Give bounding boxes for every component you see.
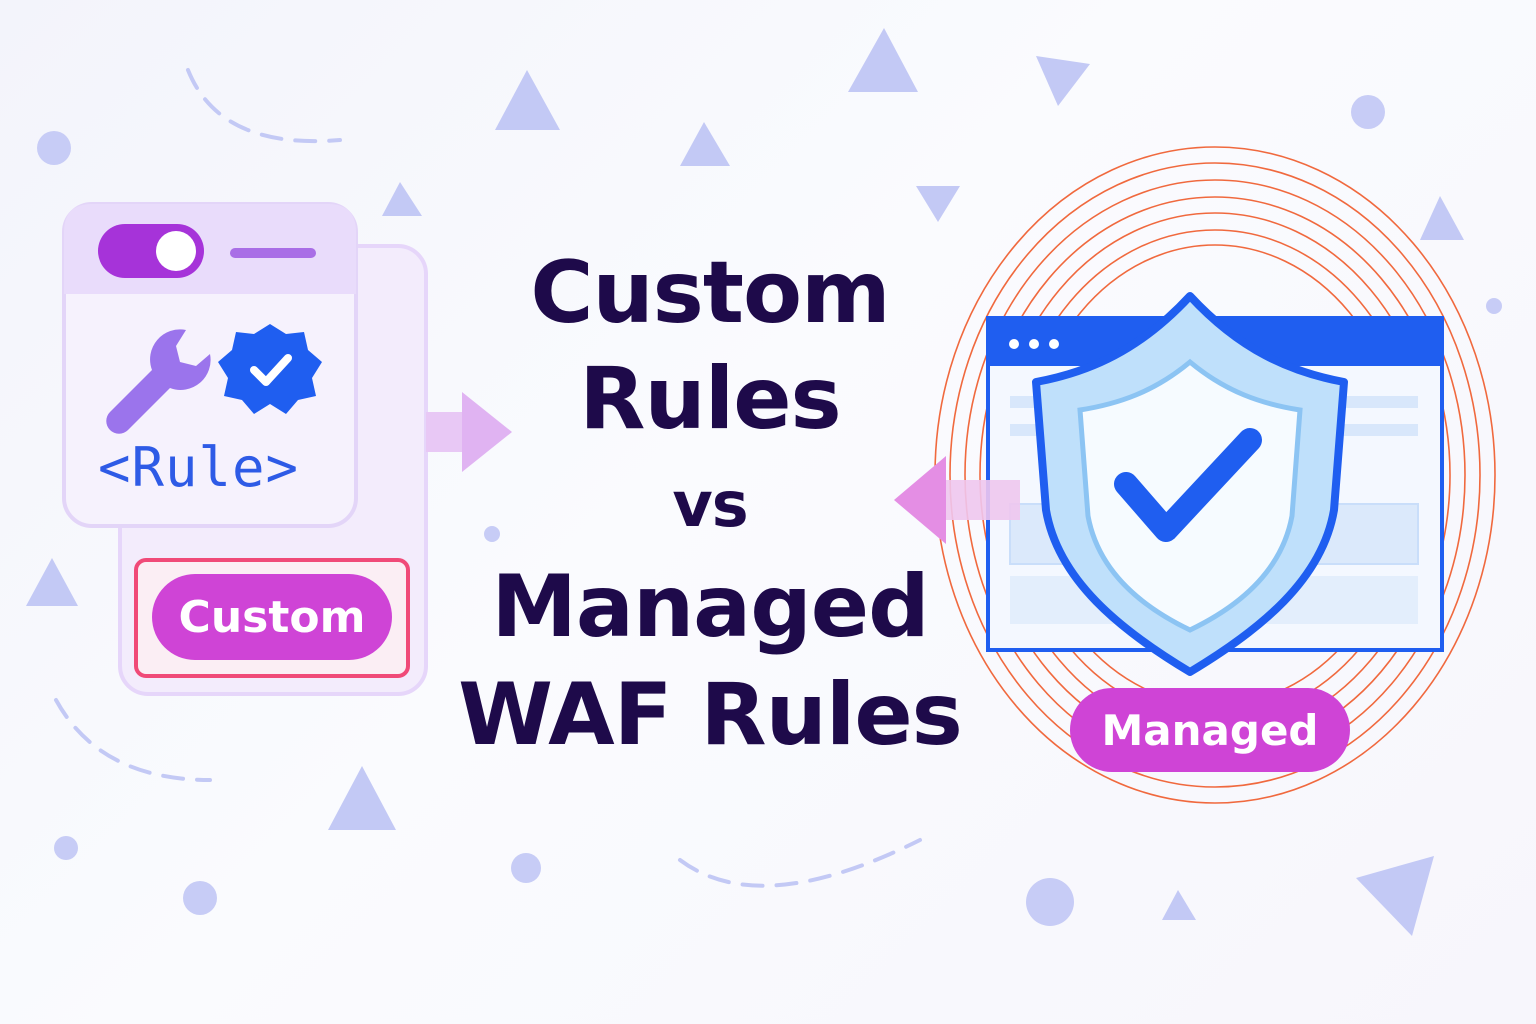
rule-code-label: <Rule> — [98, 436, 300, 499]
decor-dashed-arc — [678, 838, 922, 888]
decor-triangle — [495, 70, 560, 130]
arrow-left-icon — [894, 456, 1020, 544]
decor-triangle — [328, 766, 396, 830]
title-line-managed: Managed — [491, 557, 929, 657]
decor-circle — [511, 853, 541, 883]
title-line-rules: Rules — [579, 349, 841, 449]
decor-dashed-arc — [54, 698, 212, 782]
decor-triangle — [916, 186, 960, 222]
decor-circle — [54, 836, 78, 860]
toggle-switch-icon — [98, 224, 204, 278]
decor-triangle — [680, 122, 730, 166]
decor-dashed-arc — [186, 68, 342, 144]
title-line-custom: Custom — [530, 243, 890, 343]
decor-triangle — [382, 182, 422, 216]
page-title: Custom Rules vs Managed WAF Rules — [440, 250, 980, 758]
verified-gear-icon — [218, 324, 322, 414]
custom-badge: Custom — [152, 574, 392, 660]
decor-circle — [1351, 95, 1385, 129]
decor-circle — [183, 881, 217, 915]
title-line-waf-rules: WAF Rules — [458, 665, 963, 765]
shield-check-icon — [1032, 292, 1348, 676]
decor-triangle — [1356, 856, 1434, 936]
decor-circle — [37, 131, 71, 165]
title-line-vs: vs — [672, 468, 748, 541]
decor-circle — [1026, 878, 1074, 926]
wrench-icon — [106, 329, 211, 434]
decor-triangle — [1420, 196, 1464, 240]
decor-circle — [484, 526, 500, 542]
decor-triangle — [1162, 890, 1196, 920]
managed-badge: Managed — [1070, 688, 1350, 772]
header-line — [230, 248, 316, 258]
decor-triangle — [26, 558, 78, 606]
decor-circle — [1486, 298, 1502, 314]
arrow-right-icon — [426, 392, 512, 472]
decor-triangle — [848, 28, 918, 92]
decor-triangle — [1036, 56, 1090, 106]
